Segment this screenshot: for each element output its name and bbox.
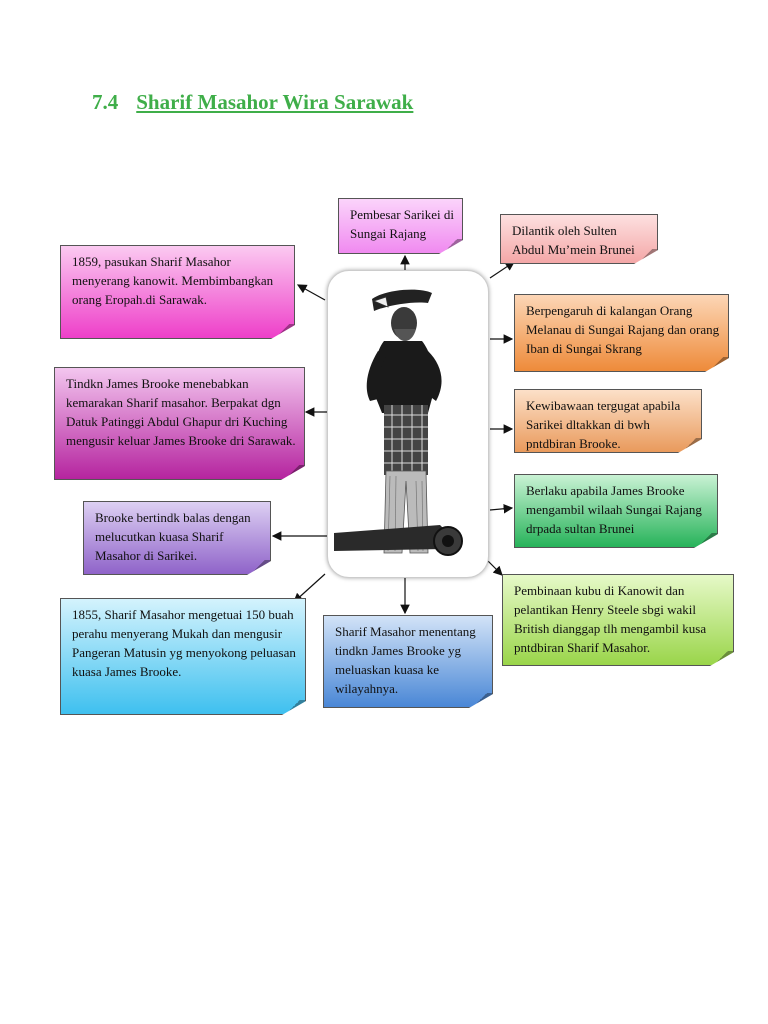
note-brooke-action: Tindkn James Brooke menebabkan kemarakan… [54,367,305,480]
note-opposes-brooke: Sharif Masahor menentang tindkn James Br… [323,615,493,708]
note-authority-threatened: Kewibawaan tergugat apabila Sarikei dlta… [514,389,702,453]
note-1855-mukah-attack: 1855, Sharif Masahor mengetuai 150 buah … [60,598,306,715]
note-sarikei-chief: Pembesar Sarikei di Sungai Rajang [338,198,463,254]
note-influence: Berpengaruh di kalangan Orang Melanau di… [514,294,729,372]
note-text: Pembesar Sarikei di Sungai Rajang [350,207,454,241]
arrow-to-left4 [294,574,325,602]
arrow-to-right5 [487,560,502,575]
note-text: 1859, pasukan Sharif Masahor menyerang k… [72,254,273,307]
portrait-photo [327,270,489,578]
arrow-to-right1 [490,262,514,278]
note-text: Berpengaruh di kalangan Orang Melanau di… [526,303,719,356]
note-text: Sharif Masahor menentang tindkn James Br… [335,624,476,696]
note-brooke-retaliates: Brooke bertindk balas dengan melucutkan … [83,501,271,575]
note-text: Kewibawaan tergugat apabila Sarikei dlta… [526,398,680,451]
note-text: Tindkn James Brooke menebabkan kemarakan… [66,376,296,448]
note-text: 1855, Sharif Masahor mengetuai 150 buah … [72,607,296,679]
note-text: Pembinaan kubu di Kanowit dan pelantikan… [514,583,706,655]
portrait-figure-illustration [328,271,488,577]
arrow-to-left1 [298,285,325,300]
note-rajang-taken: Berlaku apabila James Brooke mengambil w… [514,474,718,548]
note-text: Berlaku apabila James Brooke mengambil w… [526,483,702,536]
note-1859-attack: 1859, pasukan Sharif Masahor menyerang k… [60,245,295,339]
arrow-to-right4 [490,508,512,510]
note-kanowit-fort: Pembinaan kubu di Kanowit dan pelantikan… [502,574,734,666]
note-text: Brooke bertindk balas dengan melucutkan … [95,510,251,563]
note-appointed-by-sultan: Dilantik oleh Sulten Abdul Mu’mein Brune… [500,214,658,264]
note-text: Dilantik oleh Sulten Abdul Mu’mein Brune… [512,223,635,257]
